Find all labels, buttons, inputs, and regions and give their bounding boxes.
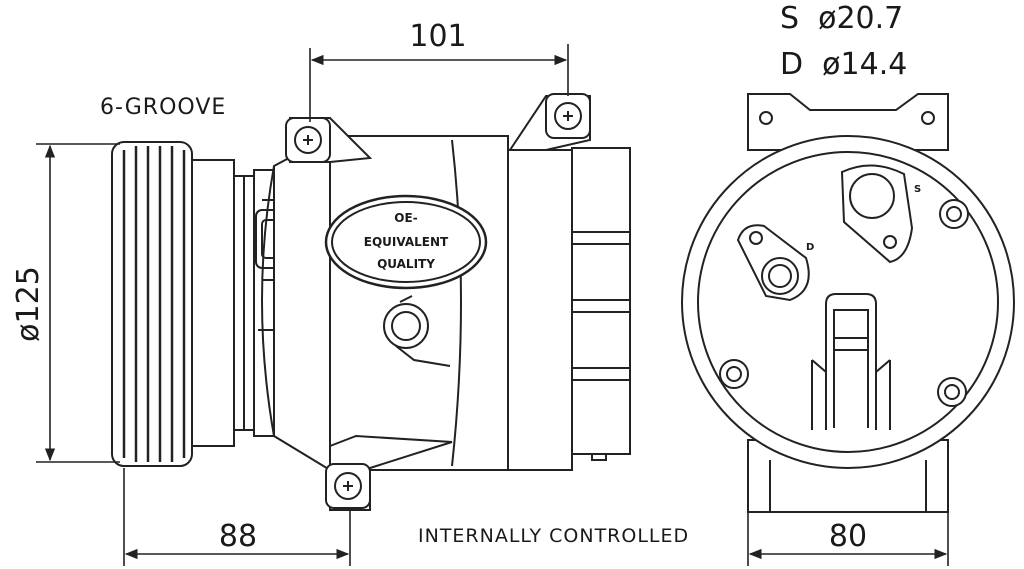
groove-note: 6-GROOVE bbox=[100, 95, 226, 120]
rear-cover bbox=[507, 147, 631, 471]
suction-mark: S bbox=[914, 184, 921, 195]
suction-port-size: S ø20.7 bbox=[780, 1, 903, 36]
discharge-port-size: D ø14.4 bbox=[780, 47, 907, 82]
front-top-bracket bbox=[747, 93, 949, 151]
discharge-mark: D bbox=[806, 242, 814, 253]
side-view: OE- EQUIVALENT QUALITY bbox=[111, 93, 631, 511]
dimension-side-width: 80 bbox=[829, 519, 867, 554]
oe-equivalent-stamp: OE- EQUIVALENT QUALITY bbox=[324, 194, 488, 290]
mounting-ear-top-right bbox=[508, 93, 591, 151]
dimension-lines bbox=[36, 44, 949, 566]
control-valve-fitting bbox=[383, 295, 451, 367]
stamp-line-3: QUALITY bbox=[377, 257, 435, 271]
dimension-top-width: 101 bbox=[409, 19, 466, 54]
mounting-ear-bottom bbox=[325, 434, 453, 511]
pulley-grooves bbox=[122, 146, 186, 462]
control-note: INTERNALLY CONTROLLED bbox=[418, 525, 689, 547]
stamp-line-2: EQUIVALENT bbox=[364, 235, 449, 249]
pulley bbox=[111, 141, 255, 467]
labels: 101 ø125 88 80 S ø20.7 D ø14.4 6-GROOVE … bbox=[11, 1, 907, 554]
front-bolt-holes bbox=[719, 199, 969, 407]
electrical-connector bbox=[811, 293, 891, 430]
dimension-pulley-diameter: ø125 bbox=[11, 266, 46, 342]
front-view: S D bbox=[681, 93, 1015, 513]
stamp-line-1: OE- bbox=[394, 211, 417, 225]
discharge-port: D bbox=[736, 224, 814, 302]
mounting-ear-top-left bbox=[285, 117, 373, 163]
dimension-bottom-width: 88 bbox=[219, 519, 257, 554]
compressor-housing bbox=[261, 135, 509, 471]
suction-port: S bbox=[840, 164, 921, 264]
